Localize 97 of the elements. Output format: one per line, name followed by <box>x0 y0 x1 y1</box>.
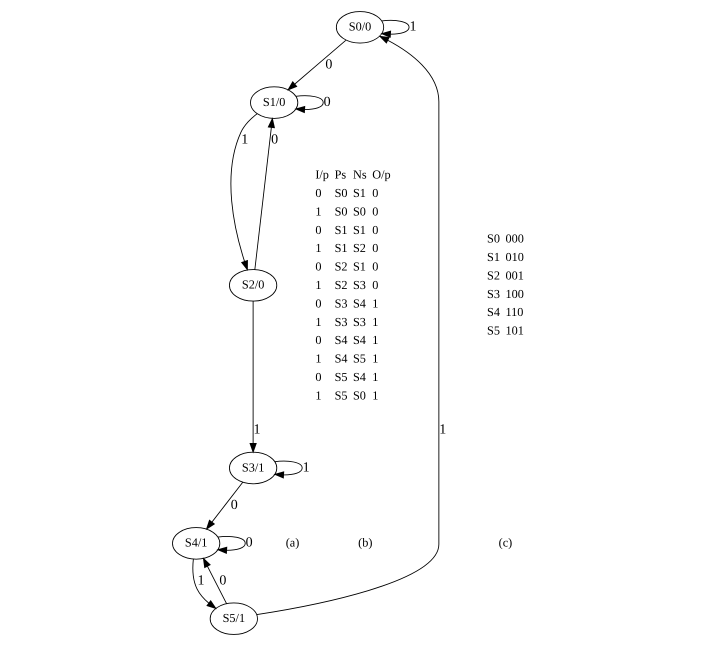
label: S4 <box>334 333 348 348</box>
edge-label: 1 <box>302 460 310 476</box>
edge-label: 0 <box>270 132 278 148</box>
label: 0 <box>314 260 321 274</box>
label: 0 <box>372 204 378 218</box>
label: S0 <box>334 204 348 218</box>
label: 1 <box>314 388 321 402</box>
edge-label: 0 <box>324 57 332 72</box>
label: 110 <box>504 305 523 320</box>
label: 101 <box>504 324 524 338</box>
label: S5 <box>352 352 366 366</box>
label: S2 <box>352 241 366 256</box>
arrow <box>205 482 243 530</box>
label: S3 <box>334 296 348 310</box>
label: S1 <box>352 260 366 274</box>
label: 000 <box>504 232 524 246</box>
label: 1 <box>314 278 321 292</box>
label: S1 <box>352 186 366 200</box>
label: S5 <box>334 388 348 402</box>
arrow <box>192 558 216 610</box>
node-ellipse: S1/0 <box>250 86 298 119</box>
edge-label: 1 <box>196 573 204 588</box>
label: 0 <box>314 222 321 237</box>
label: 001 <box>504 268 524 282</box>
label: S5 <box>486 324 500 338</box>
label: 0 <box>372 186 378 200</box>
label: S5 <box>334 370 348 384</box>
label: 1 <box>372 370 378 384</box>
label: 1 <box>372 314 378 329</box>
node-ellipse: S5/1 <box>209 602 258 635</box>
label: (c) <box>498 536 512 550</box>
label: 1 <box>314 314 321 329</box>
label: 1 <box>372 296 378 310</box>
label: 0 <box>314 296 321 310</box>
arrow <box>380 20 410 38</box>
label: S0 <box>486 232 500 246</box>
edge-label: 0 <box>218 573 226 588</box>
arrow <box>256 36 439 615</box>
label: 010 <box>504 250 524 264</box>
label: 1 <box>314 241 321 256</box>
label: S1 <box>352 222 366 237</box>
label: 100 <box>504 286 524 301</box>
label: 0 <box>314 333 321 348</box>
label: S1 <box>334 241 348 256</box>
label: S1 <box>334 222 348 237</box>
arrow <box>216 536 246 554</box>
label: O/p <box>372 168 390 182</box>
edge-label: 1 <box>240 132 248 148</box>
edge-label: 0 <box>230 498 238 514</box>
label: 0 <box>314 186 321 200</box>
node-ellipse: S3/1 <box>228 452 277 484</box>
edge-label: 0 <box>245 536 252 551</box>
label: 0 <box>314 370 321 384</box>
arrow <box>230 113 257 272</box>
label: (a) <box>285 536 299 550</box>
label: S1 <box>486 250 500 264</box>
label: 1 <box>372 352 378 366</box>
label: S0 <box>352 388 366 402</box>
edge-label: 1 <box>253 422 260 438</box>
label: Ns <box>352 168 366 182</box>
node-ellipse: S2/0 <box>228 269 277 302</box>
label: S3 <box>352 314 366 329</box>
label: 0 <box>372 260 378 274</box>
label: Ps <box>334 168 346 182</box>
node-ellipse: S4/1 <box>172 527 220 560</box>
label: S4 <box>334 352 348 366</box>
label: S4 <box>352 296 366 310</box>
label: (b) <box>358 536 372 550</box>
label: 0 <box>372 278 378 292</box>
label: 0 <box>372 241 378 256</box>
edge-label: 1 <box>438 422 446 438</box>
arrow <box>286 40 346 91</box>
label: S2 <box>334 260 348 274</box>
arrow <box>202 557 227 604</box>
label: S0 <box>352 204 366 218</box>
node-ellipse: S0/0 <box>335 11 384 44</box>
label: S4 <box>352 333 366 348</box>
label: S2 <box>334 278 348 292</box>
arrow <box>248 300 256 454</box>
label: 1 <box>372 388 378 402</box>
edge-label: 0 <box>323 94 330 110</box>
label: S4 <box>486 305 500 320</box>
label: 1 <box>314 204 321 218</box>
arrow <box>294 95 324 114</box>
label: S0 <box>334 186 348 200</box>
label: 0 <box>372 222 378 237</box>
label: S2 <box>486 268 500 282</box>
label: 1 <box>314 352 321 366</box>
label: S3 <box>352 278 366 292</box>
arrow <box>272 460 302 479</box>
label: I/p <box>314 168 328 182</box>
label: 1 <box>372 333 378 348</box>
edge-label: 1 <box>409 20 416 35</box>
arrow <box>254 117 274 270</box>
label: S3 <box>486 286 500 301</box>
label: S3 <box>334 314 348 329</box>
label: S4 <box>352 370 366 384</box>
